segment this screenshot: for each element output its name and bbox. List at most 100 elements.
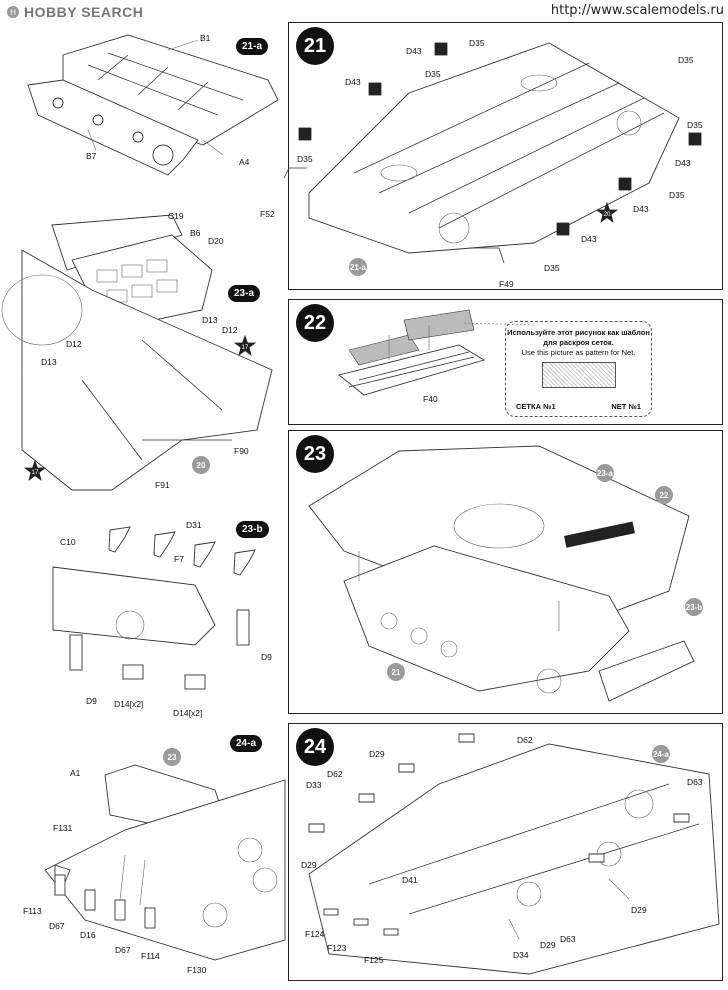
step-21a-drawing — [27, 34, 279, 176]
note-english: Use this picture as pattern for Net. — [521, 348, 636, 357]
step-23-number: 23 — [296, 435, 334, 473]
step-23-drawing — [308, 445, 695, 702]
label-F130: F130 — [187, 965, 207, 975]
label-D43: D43 — [406, 46, 422, 56]
label-D43: D43 — [675, 158, 691, 168]
step-23a-tag: 23-a — [228, 285, 261, 302]
label-A4: A4 — [239, 157, 250, 167]
net-pattern-swatch — [541, 362, 616, 388]
ref-badge-20: 20 — [192, 456, 210, 474]
label-D35: D35 — [669, 190, 685, 200]
label-F123: F123 — [327, 943, 347, 953]
label-A1: A1 — [70, 768, 81, 778]
svg-text:17: 17 — [242, 345, 249, 351]
label-F40: F40 — [423, 394, 438, 404]
label-D33: D33 — [306, 780, 322, 790]
ref-badge-21a: 21-a — [349, 258, 367, 276]
label-F113: F113 — [23, 906, 42, 916]
label-D62: D62 — [327, 769, 343, 779]
step-24-drawing — [308, 733, 720, 975]
step-24a-drawing — [44, 764, 286, 961]
label-D62: D62 — [517, 735, 533, 745]
label-D43: D43 — [345, 77, 361, 87]
label-F52: F52 — [260, 209, 275, 219]
step-23b-drawing — [52, 526, 256, 690]
label-D63: D63 — [687, 777, 703, 787]
label-F124: F124 — [305, 929, 325, 939]
step-21-drawing — [283, 42, 702, 264]
label-B1: B1 — [200, 33, 211, 43]
label-C10: C10 — [60, 537, 76, 547]
net-labels: СЕТКА №1 NET №1 — [506, 402, 651, 412]
step-23-panel: 23 23-a 22 21 23-b — [288, 430, 723, 714]
label-D35: D35 — [687, 120, 703, 130]
label-F90: F90 — [234, 446, 249, 456]
step-23b-tag: 23-b — [236, 521, 269, 538]
label-D63: D63 — [560, 934, 576, 944]
step-24a-tag: 24-a — [230, 735, 263, 752]
label-D35: D35 — [297, 154, 313, 164]
label-D43: D43 — [633, 204, 649, 214]
step-23a-drawing — [1, 214, 273, 491]
label-F131: F131 — [53, 823, 73, 833]
ref-badge-22: 22 — [655, 486, 673, 504]
label-D9: D9 — [86, 696, 97, 706]
step-21a-tag: 21-a — [236, 38, 269, 55]
ref-badge-24a: 24-a — [652, 745, 670, 763]
label-D29: D29 — [369, 749, 385, 759]
step-24-number: 24 — [296, 728, 334, 766]
step-21-panel: 21 21-a 20 D35 D43 D35 D35 D43 D35 D43 D… — [260, 22, 723, 290]
svg-text:17: 17 — [32, 470, 39, 476]
label-D43: D43 — [581, 234, 597, 244]
label-D29: D29 — [631, 905, 647, 915]
label-D29: D29 — [301, 860, 317, 870]
net-pattern-note: Используйте этот рисунок как шаблон для … — [505, 321, 652, 417]
label-F125: F125 — [364, 955, 384, 965]
label-D35: D35 — [678, 55, 694, 65]
note-russian: Используйте этот рисунок как шаблон для … — [507, 328, 650, 347]
net-label-en: NET №1 — [611, 402, 641, 411]
label-D35: D35 — [425, 69, 441, 79]
watermark-url: http://www.scalemodels.ru — [550, 3, 724, 18]
label-D34: D34 — [513, 950, 529, 960]
star-ref-20-icon: 20 — [595, 201, 619, 224]
label-C19: C19 — [168, 211, 184, 221]
ref-badge-21: 21 — [387, 663, 405, 681]
star-ref-17-icon: 17 — [23, 459, 47, 482]
label-D12: D12 — [222, 325, 238, 335]
label-D41: D41 — [402, 875, 418, 885]
label-D20: D20 — [208, 236, 224, 246]
label-D31: D31 — [186, 520, 202, 530]
step-24-panel: 24 24-a D29 D62 D33 D62 D29 D41 D63 D29 … — [288, 723, 723, 981]
label-B7: B7 — [86, 151, 97, 161]
label-D67: D67 — [115, 945, 131, 955]
label-F114: F114 — [141, 951, 160, 961]
ref-badge-23: 23 — [163, 748, 181, 766]
label-F49: F49 — [499, 279, 514, 289]
label-B6: B6 — [190, 228, 201, 238]
label-D13: D13 — [41, 357, 57, 367]
hobby-search-logo-icon: H — [7, 6, 19, 18]
label-D13: D13 — [202, 315, 218, 325]
svg-text:20: 20 — [604, 212, 611, 218]
label-D14x2: D14[x2] — [173, 708, 203, 718]
watermark-left-text: HOBBY SEARCH — [24, 4, 144, 20]
label-D29: D29 — [540, 940, 556, 950]
label-F91: F91 — [155, 480, 170, 490]
star-ref-17-icon: 17 — [233, 334, 257, 357]
ref-badge-23a: 23-a — [596, 464, 614, 482]
label-D16: D16 — [80, 930, 96, 940]
step-21-number: 21 — [296, 27, 334, 65]
label-F7: F7 — [174, 554, 184, 564]
label-D9: D9 — [261, 652, 272, 662]
label-D67: D67 — [49, 921, 65, 931]
label-D12: D12 — [66, 339, 82, 349]
ref-badge-23b: 23-b — [685, 598, 703, 616]
svg-text:H: H — [10, 8, 16, 17]
label-D14x2: D14[x2] — [114, 699, 144, 709]
step-22-number: 22 — [296, 304, 334, 342]
label-D35: D35 — [544, 263, 560, 273]
net-label-ru: СЕТКА №1 — [516, 402, 556, 411]
label-D35: D35 — [469, 38, 485, 48]
hobby-search-watermark: H HOBBY SEARCH — [6, 4, 143, 20]
